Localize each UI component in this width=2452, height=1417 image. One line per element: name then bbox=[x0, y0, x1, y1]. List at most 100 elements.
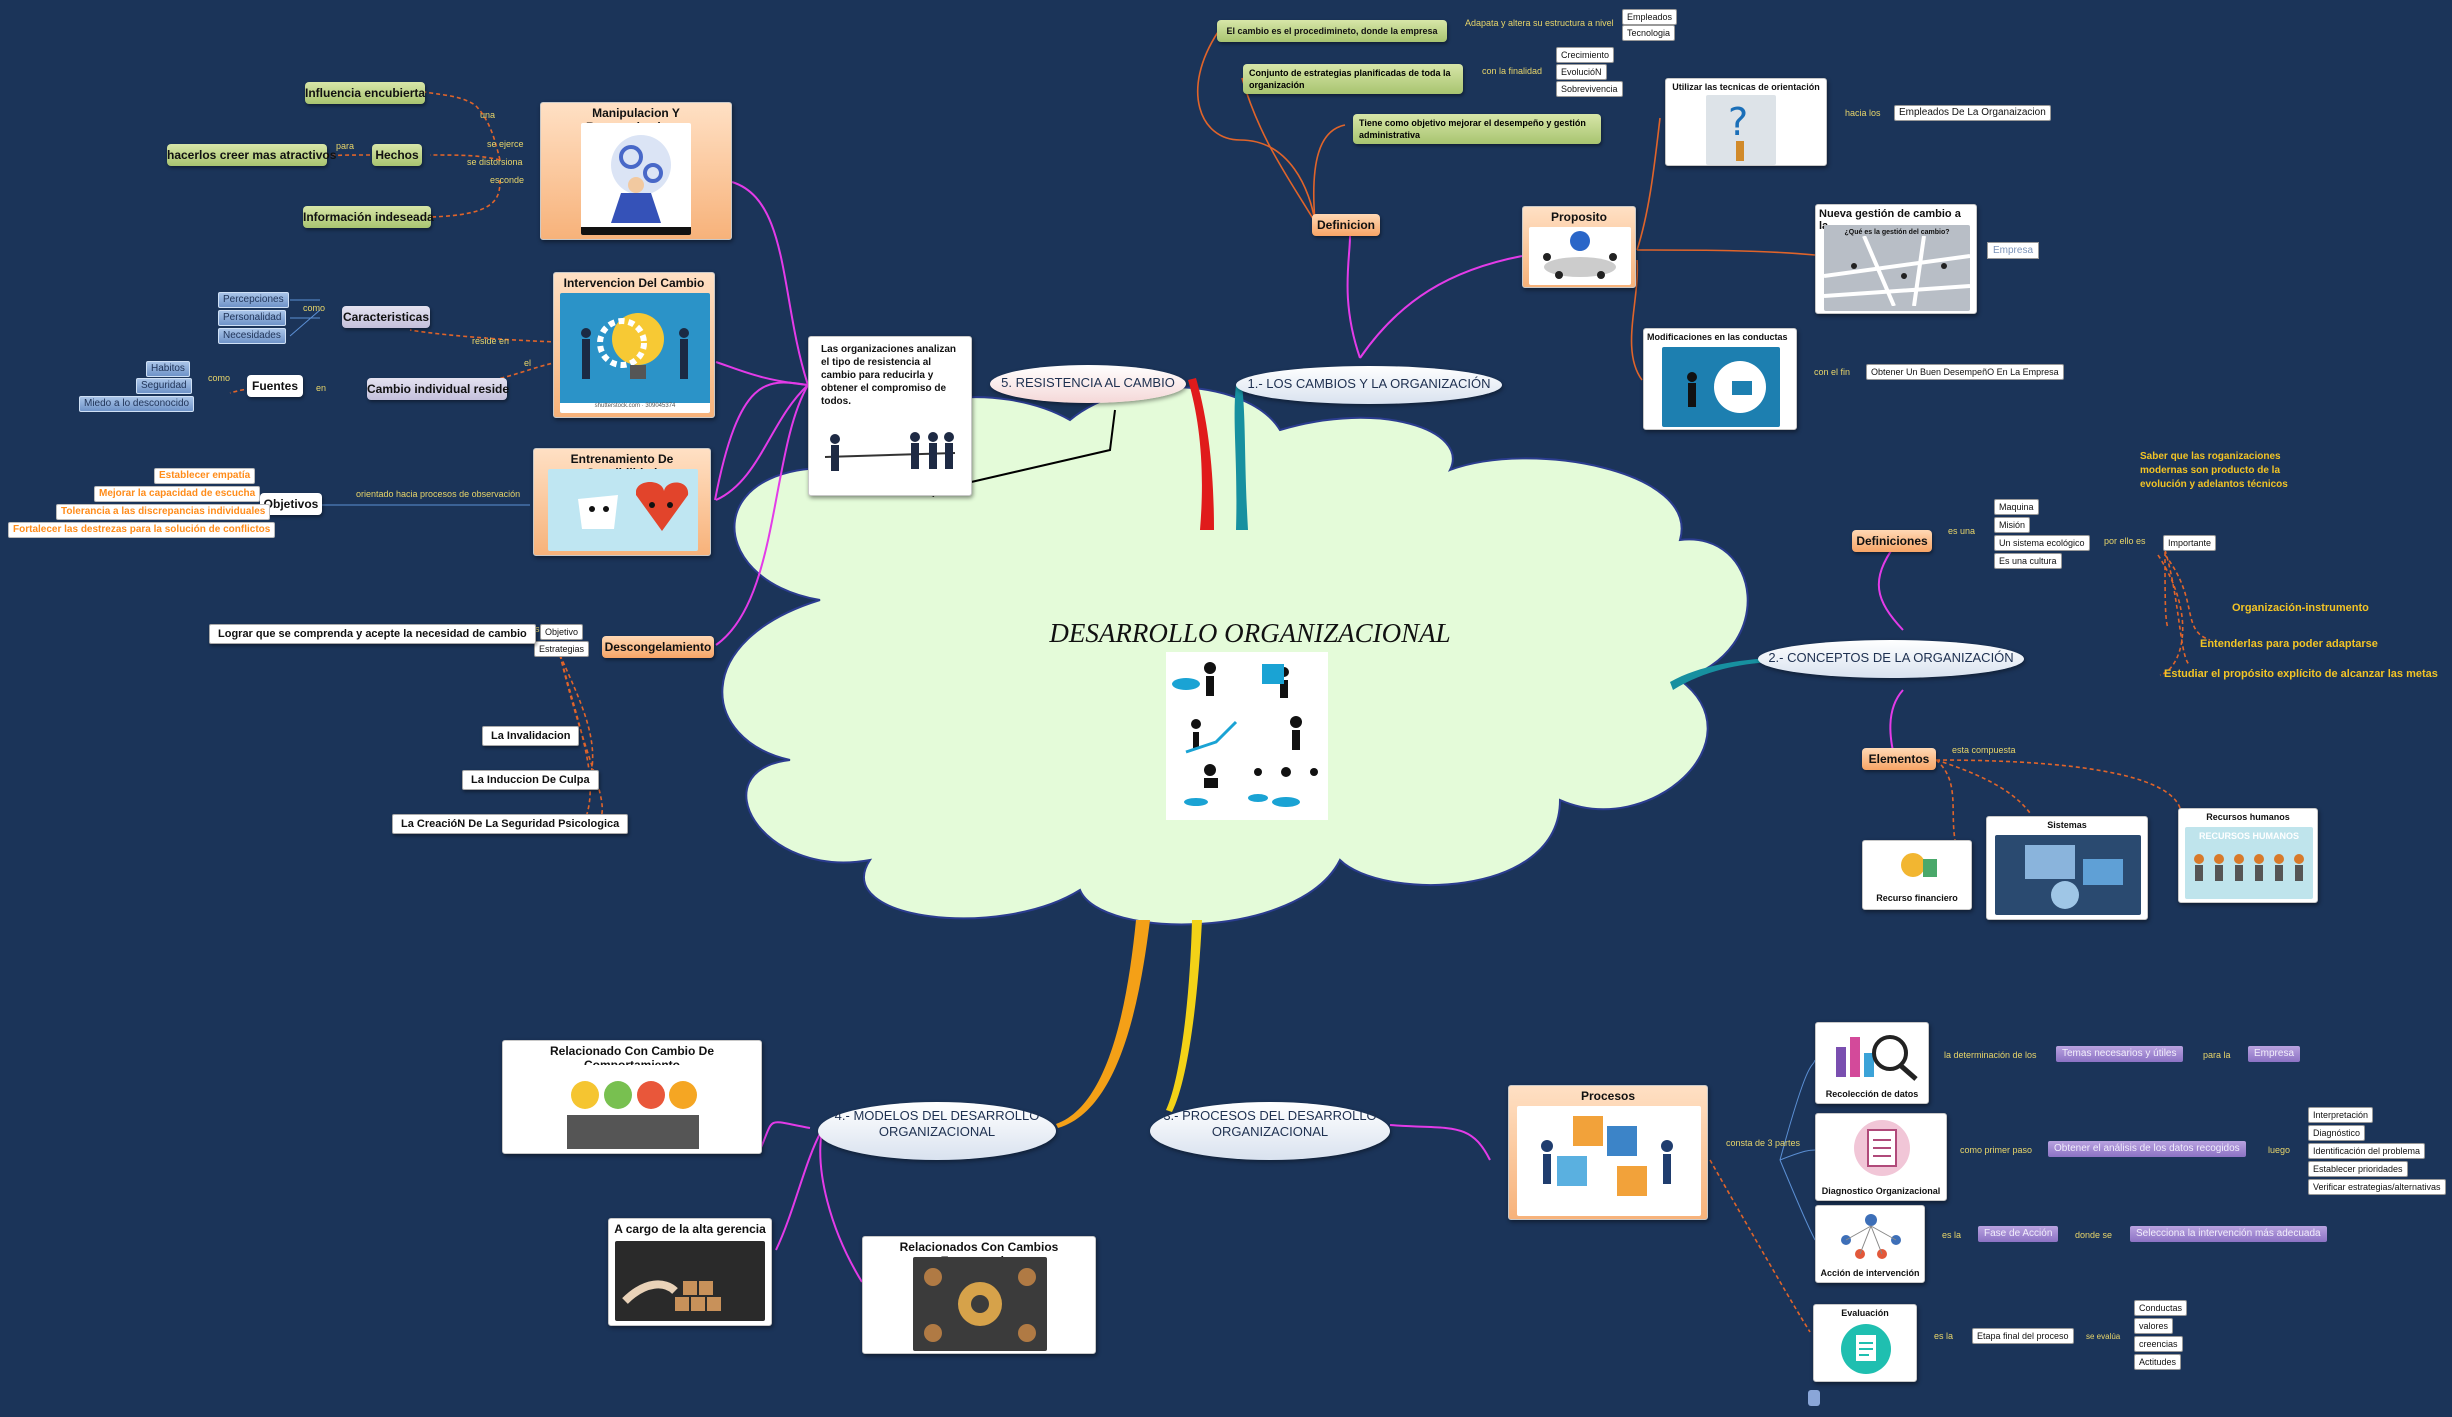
definicion-item-1[interactable]: El cambio es el procedimineto, donde la … bbox=[1217, 20, 1447, 42]
lograr-node[interactable]: Lograr que se comprenda y acepte la nece… bbox=[209, 624, 536, 644]
clipboard-icon bbox=[1846, 1118, 1918, 1180]
recurso-financiero-card[interactable]: Recurso financiero bbox=[1862, 840, 1972, 910]
objetivos-item-3: Tolerancia a las discrepancias individua… bbox=[56, 504, 271, 520]
diagnostico-item: Obtener el análisis de los datos recogid… bbox=[2048, 1141, 2246, 1157]
scroll-marker[interactable] bbox=[1808, 1390, 1820, 1406]
recoleccion-card[interactable]: Recolección de datos bbox=[1815, 1022, 1929, 1104]
behavior-change-icon bbox=[1662, 347, 1780, 427]
manipulacion-link-4: una bbox=[480, 110, 496, 120]
people-network-icon bbox=[1832, 1210, 1910, 1262]
branch-3-node[interactable]: 3.- PROCESOS DEL DESARROLLO ORGANIZACION… bbox=[1150, 1102, 1390, 1160]
cambio-individual-node[interactable]: Cambio individual reside bbox=[367, 378, 509, 400]
estrategia-item-3[interactable]: La CreacióN De La Seguridad Psicologica bbox=[392, 814, 629, 834]
procesos-node[interactable]: Procesos bbox=[1508, 1085, 1708, 1220]
central-image bbox=[1166, 652, 1328, 820]
accion-link-2: donde se bbox=[2075, 1230, 2113, 1240]
branch-1 bbox=[1234, 385, 1248, 530]
importante-item-1: Organización-instrumento bbox=[2232, 602, 2369, 614]
definicion-item-2-c: Sobrevivencia bbox=[1556, 81, 1623, 97]
evaluacion-item: Etapa final del proceso bbox=[1972, 1328, 2074, 1344]
proposito-card-1[interactable]: Utilizar las tecnicas de orientación ? bbox=[1665, 78, 1827, 166]
sistemas-card[interactable]: Sistemas bbox=[1986, 816, 2148, 920]
hechos-node[interactable]: Hechos bbox=[372, 144, 422, 166]
definiciones-item-3: Un sistema ecológico bbox=[1994, 535, 2090, 551]
modelo-1-card[interactable]: Relacionado Con Cambio De Comportamiento bbox=[502, 1040, 762, 1154]
procesos-link: consta de 3 partes bbox=[1726, 1138, 1801, 1148]
entrenamiento-link: orientado hacia procesos de observación bbox=[356, 489, 521, 499]
resistencia-intro-card[interactable]: Las organizaciones analizan el tipo de r… bbox=[808, 336, 972, 496]
objetivos-item-1: Establecer empatía bbox=[154, 468, 256, 484]
definiciones-node[interactable]: Definiciones bbox=[1852, 530, 1932, 552]
entrenamiento-card[interactable]: Entrenamiento De Sensibilidad bbox=[533, 448, 711, 556]
diagnostico-item-4: Establecer prioridades bbox=[2308, 1161, 2408, 1177]
evaluacion-item-3: creencias bbox=[2134, 1336, 2183, 1352]
estrategias-label: Estrategias bbox=[534, 641, 590, 657]
fuentes-link-2: como bbox=[208, 373, 231, 383]
business-people-icons-icon bbox=[1172, 662, 1318, 807]
two-hearts-characters-icon bbox=[548, 469, 698, 551]
estrategia-item-1[interactable]: La Invalidacion bbox=[482, 726, 580, 746]
branch-4-node[interactable]: 4.- MODELOS DEL DESARROLLO ORGANIZACIONA… bbox=[818, 1102, 1056, 1160]
proposito-link-1: hacia los bbox=[1845, 108, 1881, 118]
definicion-item-3[interactable]: Tiene como objetivo mejorar el desempeño… bbox=[1353, 114, 1601, 144]
accion-card[interactable]: Acción de intervención bbox=[1815, 1205, 1925, 1283]
modelo-2-card[interactable]: A cargo de la alta gerencia bbox=[608, 1218, 772, 1326]
intervencion-link-1: reside en bbox=[472, 336, 510, 346]
accion-link: es la bbox=[1942, 1230, 1962, 1240]
branch-1-node[interactable]: 1.- LOS CAMBIOS Y LA ORGANIZACIÓN bbox=[1236, 366, 1502, 404]
svg-text:?: ? bbox=[1728, 100, 1748, 144]
descongelamiento-node[interactable]: Descongelamiento bbox=[602, 636, 714, 658]
proposito-item-2: Empresa bbox=[1987, 242, 2040, 259]
definiciones-item-4: Es una cultura bbox=[1994, 553, 2062, 569]
intervencion-link-2: el bbox=[524, 358, 532, 368]
modelo-3-card[interactable]: Relacionados Con Cambios Estructurales bbox=[862, 1236, 1096, 1354]
saber-text: Saber que las roganizaciones modernas so… bbox=[2140, 451, 2288, 490]
elementos-node[interactable]: Elementos bbox=[1862, 748, 1936, 770]
manipulacion-card[interactable]: Manipulacion Y Recongelamiento bbox=[540, 102, 732, 240]
atractivos-node[interactable]: hacerlos creer mas atractivos bbox=[167, 144, 336, 166]
definicion-item-1-a: Empleados bbox=[1622, 9, 1678, 25]
objetivos-node[interactable]: Objetivos bbox=[260, 493, 322, 515]
manipulacion-link-3: esconde bbox=[490, 175, 525, 185]
diagnostico-link: como primer paso bbox=[1960, 1145, 2033, 1155]
caracteristicas-item-1: Percepciones bbox=[218, 292, 289, 308]
caracteristicas-link: como bbox=[303, 303, 326, 313]
evaluacion-link-2: se evalúa bbox=[2086, 1332, 2121, 1341]
branch-5-node[interactable]: 5. RESISTENCIA AL CAMBIO bbox=[990, 365, 1186, 403]
definicion-item-2-b: EvolucióN bbox=[1556, 64, 1607, 80]
intervencion-card[interactable]: Intervencion Del Cambio shutterstock.com… bbox=[553, 272, 715, 418]
influencia-node[interactable]: Influencia encubierta bbox=[305, 82, 425, 104]
evaluacion-card[interactable]: Evaluación bbox=[1813, 1304, 1917, 1382]
question-mark-person-icon: ? bbox=[1706, 95, 1776, 165]
estrategia-item-2[interactable]: La Induccion De Culpa bbox=[462, 770, 599, 790]
central-title: DESARROLLO ORGANIZACIONAL bbox=[1049, 618, 1451, 648]
proposito-card-2[interactable]: Nueva gestión de cambio a la ¿Qué es la … bbox=[1815, 204, 1977, 314]
indeseada-node[interactable]: Información indeseada bbox=[303, 206, 434, 228]
accion-item: Fase de Acción bbox=[1978, 1226, 2059, 1242]
proposito-card-3[interactable]: Modificaciones en las conductas bbox=[1643, 328, 1797, 430]
proposito-node[interactable]: Proposito bbox=[1522, 206, 1636, 288]
evaluation-form-icon bbox=[1840, 1323, 1892, 1375]
diagnostico-item-3: Identificación del problema bbox=[2308, 1143, 2426, 1159]
proposito-item-3: Obtener Un Buen DesempeñO En La Empresa bbox=[1866, 364, 2064, 380]
importante-item-3: Estudiar el propósito explícito de alcan… bbox=[2164, 668, 2438, 680]
definiciones-item-2: Misión bbox=[1994, 517, 2031, 533]
definicion-item-2[interactable]: Conjunto de estrategias planificadas de … bbox=[1243, 64, 1463, 94]
definiciones-item-1: Maquina bbox=[1994, 499, 2039, 515]
diagnostico-item-5: Verificar estrategias/alternativas bbox=[2308, 1179, 2446, 1195]
definiciones-link: es una bbox=[1948, 526, 1976, 536]
definicion-node[interactable]: Definicion bbox=[1312, 214, 1380, 236]
recursos-humanos-card[interactable]: Recursos humanos RECURSOS HUMANOS bbox=[2178, 808, 2318, 903]
importante-node: Importante bbox=[2163, 535, 2217, 551]
elementos-link: esta compuesta bbox=[1952, 745, 2016, 755]
branch-2-node[interactable]: 2.- CONCEPTOS DE LA ORGANIZACIÓN bbox=[1758, 640, 2024, 678]
diagnostico-card[interactable]: Diagnostico Organizacional bbox=[1815, 1113, 1947, 1201]
manipulacion-link-2: se distorsiona bbox=[467, 157, 523, 167]
fuentes-node[interactable]: Fuentes bbox=[247, 375, 303, 397]
caracteristicas-node[interactable]: Caracteristicas bbox=[342, 306, 430, 328]
stacking-blocks-image bbox=[615, 1241, 765, 1321]
evaluacion-item-1: Conductas bbox=[2134, 1300, 2188, 1316]
caracteristicas-item-3: Necesidades bbox=[218, 328, 286, 344]
recoleccion-item: Temas necesarios y útiles bbox=[2056, 1046, 2183, 1062]
manipulacion-link-5: para bbox=[336, 141, 355, 151]
